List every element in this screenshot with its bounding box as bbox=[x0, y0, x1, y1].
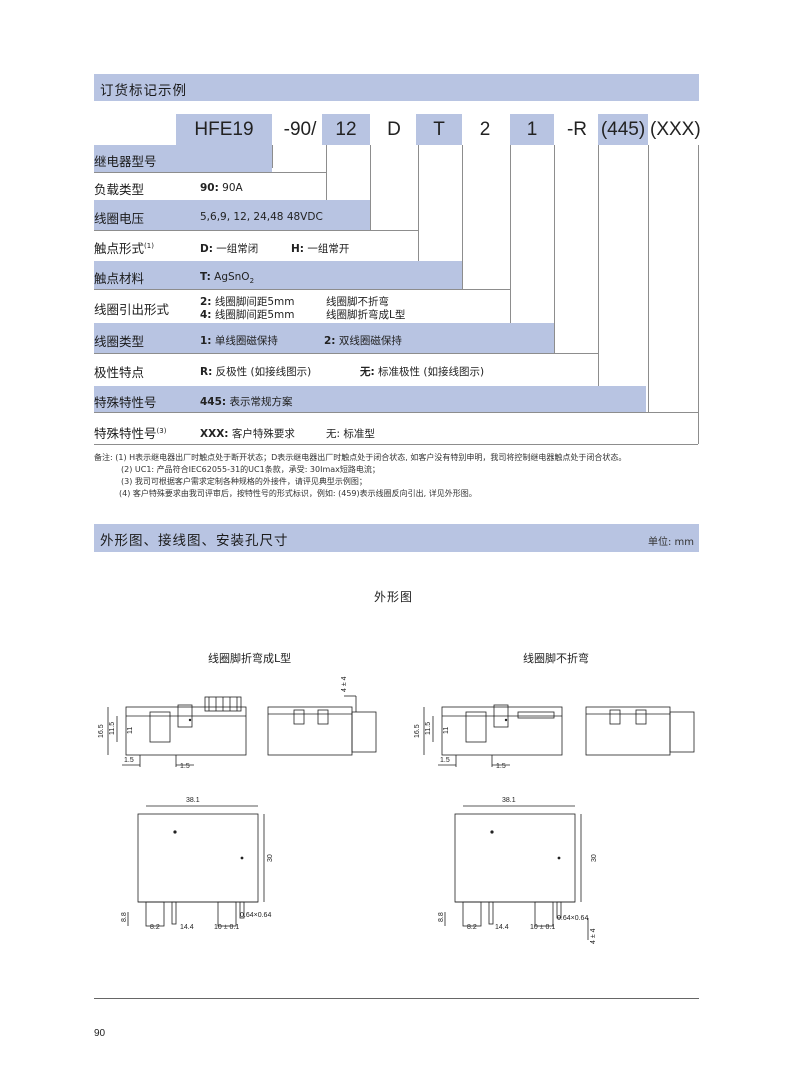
outline-title: 外形图 bbox=[374, 590, 414, 604]
connector-line bbox=[418, 145, 419, 261]
row-label-terminal: 线圈引出形式 bbox=[94, 302, 170, 317]
code-part-voltage: 12 bbox=[322, 114, 370, 145]
dim-11-right: 11 bbox=[443, 727, 450, 734]
note-3: (3) 我司可根据客户需求定制各种规格的外接件，请评见典型示例图； bbox=[121, 477, 367, 486]
row-value-custom-2: 无: 标准型 bbox=[326, 428, 375, 440]
note-1: 备注: (1) H表示继电器出厂时触点处于断开状态；D表示继电器出厂时触点处于闭… bbox=[94, 453, 627, 462]
row-value-coil-2: 2: 双线圈磁保持 bbox=[324, 335, 402, 347]
dim-8-2-right: 8.2 bbox=[467, 924, 477, 931]
row-bg-voltage bbox=[94, 200, 370, 230]
dim-10-right: 10 ± 0.1 bbox=[530, 924, 555, 931]
dim-11-left: 11 bbox=[127, 727, 134, 734]
dim-pin-right: 0.64×0.64 bbox=[557, 915, 588, 922]
dim-11-5-left: 11.5 bbox=[109, 722, 116, 735]
row-value-contact-form: D: 一组常闭 bbox=[200, 243, 259, 255]
code-part-terminal: 2 bbox=[479, 119, 491, 140]
dim-38-1-left: 38.1 bbox=[186, 797, 200, 804]
row-bg-model bbox=[94, 145, 272, 172]
row-bg-coil bbox=[94, 323, 554, 353]
row-value-terminal-1: 2: 线圈脚间距5mm bbox=[200, 296, 295, 308]
dim-8-8-right: 8.8 bbox=[438, 912, 445, 922]
dim-11-5-right: 11.5 bbox=[425, 722, 432, 735]
dim-30-left: 30 bbox=[267, 854, 274, 862]
row-value-contact-form-2: H: 一组常开 bbox=[291, 243, 350, 255]
dims-section-header: 外形图、接线图、安装孔尺寸 单位: mm bbox=[94, 524, 699, 552]
dim-1-5a-right: 1.5 bbox=[440, 757, 450, 764]
row-value-voltage: 5,6,9, 12, 24,48 48VDC bbox=[200, 211, 323, 223]
note-2: (2) UC1: 产品符合IEC62055-31的UC1条款，承受: 30Ima… bbox=[121, 465, 380, 474]
code-part-model: HFE19 bbox=[176, 114, 272, 145]
row-label-special: 特殊特性号 bbox=[94, 395, 157, 410]
row-label-model: 继电器型号 bbox=[94, 154, 157, 169]
row-label-load: 负载类型 bbox=[94, 182, 145, 197]
row-value-coil: 1: 单线圈磁保持 bbox=[200, 335, 278, 347]
connector-line bbox=[94, 230, 418, 231]
connector-line bbox=[94, 353, 598, 354]
row-label-voltage: 线圈电压 bbox=[94, 211, 145, 226]
row-value-terminal-2: 4: 线圈脚间距5mm bbox=[200, 309, 295, 321]
row-value-terminal-1b: 线圈脚不折弯 bbox=[326, 296, 389, 308]
connector-line bbox=[510, 145, 511, 323]
connector-line bbox=[598, 145, 599, 386]
row-value-material: T: AgSnO2 bbox=[200, 271, 255, 286]
code-part-load: -90/ bbox=[283, 119, 317, 140]
code-part-coil: 1 bbox=[510, 114, 554, 145]
row-value-polarity: R: 反极性 (如接线图示) bbox=[200, 366, 312, 378]
connector-line bbox=[94, 289, 510, 290]
dim-1-5a-left: 1.5 bbox=[124, 757, 134, 764]
dim-4-right: 4 ± 4 bbox=[590, 928, 597, 944]
code-part-polarity: -R bbox=[566, 119, 588, 140]
dim-8-2-left: 8.2 bbox=[150, 924, 160, 931]
dim-30-right: 30 bbox=[591, 854, 598, 862]
row-value-polarity-2: 无: 标准极性 (如接线图示) bbox=[360, 366, 485, 378]
row-label-coil: 线圈类型 bbox=[94, 334, 145, 349]
row-bg-material bbox=[94, 261, 462, 289]
connector-line bbox=[94, 444, 698, 445]
dim-16-5-right: 16.5 bbox=[414, 724, 421, 738]
dim-14-4-right: 14.4 bbox=[495, 924, 509, 931]
row-label-polarity: 极性特点 bbox=[94, 365, 145, 380]
note-4: (4) 客户特殊要求由我司评审后，按特性号的形式标识，例如: (459)表示线圈… bbox=[119, 489, 477, 498]
code-part-contact-form: D bbox=[387, 119, 401, 140]
dim-14-4-left: 14.4 bbox=[180, 924, 194, 931]
connector-line bbox=[94, 412, 698, 413]
left-drawing-caption: 线圈脚折弯成L型 bbox=[208, 652, 292, 665]
connector-line bbox=[326, 145, 327, 200]
dim-4-left: 4 ± 4 bbox=[341, 676, 348, 692]
row-label-custom: 特殊特性号(3) bbox=[94, 426, 167, 441]
dim-10-left: 10 ± 0.1 bbox=[214, 924, 239, 931]
row-label-material: 触点材料 bbox=[94, 271, 145, 286]
order-section-header: 订货标记示例 bbox=[94, 74, 699, 101]
connector-line bbox=[554, 145, 555, 353]
right-drawing-caption: 线圈脚不折弯 bbox=[523, 652, 589, 665]
row-value-load: 90: 90A bbox=[200, 182, 243, 194]
connector-line bbox=[462, 145, 463, 289]
connector-line bbox=[648, 145, 649, 412]
order-section-title: 订货标记示例 bbox=[100, 83, 187, 99]
connector-line bbox=[698, 145, 699, 444]
connector-line bbox=[272, 145, 273, 168]
unit-label: 单位: mm bbox=[647, 537, 694, 548]
connector-line bbox=[94, 172, 326, 173]
connector-line bbox=[370, 145, 371, 230]
dim-1-5b-right: 1.5 bbox=[496, 763, 506, 770]
code-part-custom: (XXX) bbox=[650, 119, 701, 140]
row-value-custom: XXX: 客户特殊要求 bbox=[200, 428, 295, 440]
row-bg-special bbox=[94, 386, 646, 412]
dim-8-8-left: 8.8 bbox=[121, 912, 128, 922]
row-label-contact-form: 触点形式(1) bbox=[94, 241, 154, 256]
footer-rule bbox=[94, 998, 699, 999]
dims-section-title: 外形图、接线图、安装孔尺寸 bbox=[100, 533, 289, 549]
dim-38-1-right: 38.1 bbox=[502, 797, 516, 804]
dim-1-5b-left: 1.5 bbox=[180, 763, 190, 770]
page-number: 90 bbox=[94, 1028, 106, 1039]
code-part-material: T bbox=[416, 114, 462, 145]
row-value-special: 445: 表示常规方案 bbox=[200, 396, 293, 408]
dim-pin-left: 0.64×0.64 bbox=[240, 912, 271, 919]
code-part-special: (445) bbox=[598, 114, 648, 145]
row-value-terminal-2b: 线圈脚折弯成L型 bbox=[326, 309, 406, 321]
dim-16-5-left: 16.5 bbox=[98, 724, 105, 738]
